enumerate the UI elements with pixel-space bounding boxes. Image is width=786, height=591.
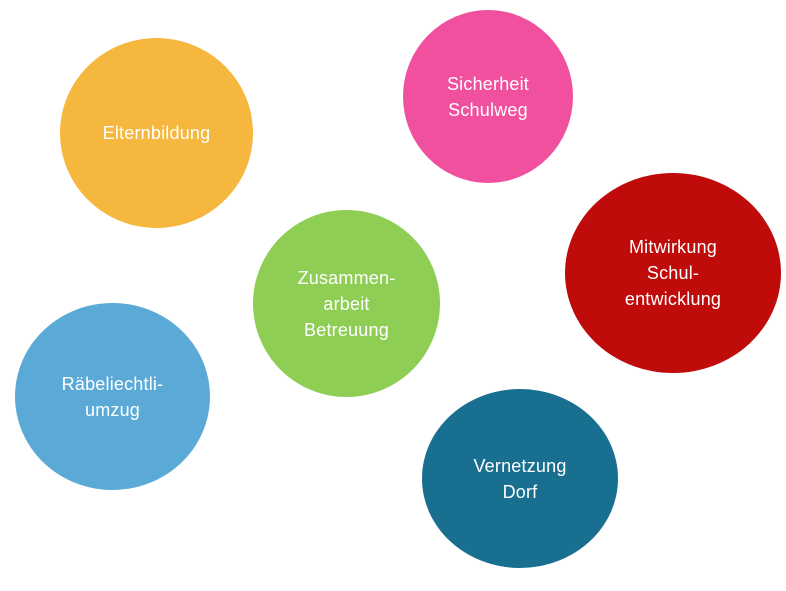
label-line: Betreuung <box>304 319 389 340</box>
bubble-label: Mitwirkung Schul- entwicklung <box>625 234 721 312</box>
bubble-label: Elternbildung <box>103 120 211 146</box>
bubble-label: Vernetzung Dorf <box>473 453 566 505</box>
label-line: Schul- <box>646 263 700 283</box>
label-line: arbeit <box>323 293 370 314</box>
bubble-zusammenarbeit-betreuung: Zusammen- arbeit Betreuung <box>253 210 440 397</box>
bubble-sicherheit-schulweg: Sicherheit Schulweg <box>403 10 573 183</box>
label-line: entwicklung <box>624 289 722 309</box>
label-line: umzug <box>84 399 141 420</box>
bubble-vernetzung-dorf: Vernetzung Dorf <box>422 389 618 568</box>
label-line: Räbeliechtli- <box>61 373 164 394</box>
bubble-raebeliechtli-umzug: Räbeliechtli- umzug <box>15 303 210 490</box>
bubble-label: Sicherheit Schulweg <box>447 71 529 123</box>
label-line: Zusammen- <box>297 267 396 288</box>
label-line: Schulweg <box>448 99 528 120</box>
label-line: Mitwirkung <box>628 237 717 257</box>
bubble-label: Räbeliechtli- umzug <box>62 371 164 423</box>
label-line: Sicherheit <box>446 73 530 94</box>
label-line: Dorf <box>502 481 538 502</box>
bubble-mitwirkung-schulentwicklung: Mitwirkung Schul- entwicklung <box>565 173 781 373</box>
label-line: Vernetzung <box>473 455 567 476</box>
bubble-label: Zusammen- arbeit Betreuung <box>298 265 396 343</box>
bubble-elternbildung: Elternbildung <box>60 38 253 228</box>
label-line: Elternbildung <box>102 123 211 143</box>
